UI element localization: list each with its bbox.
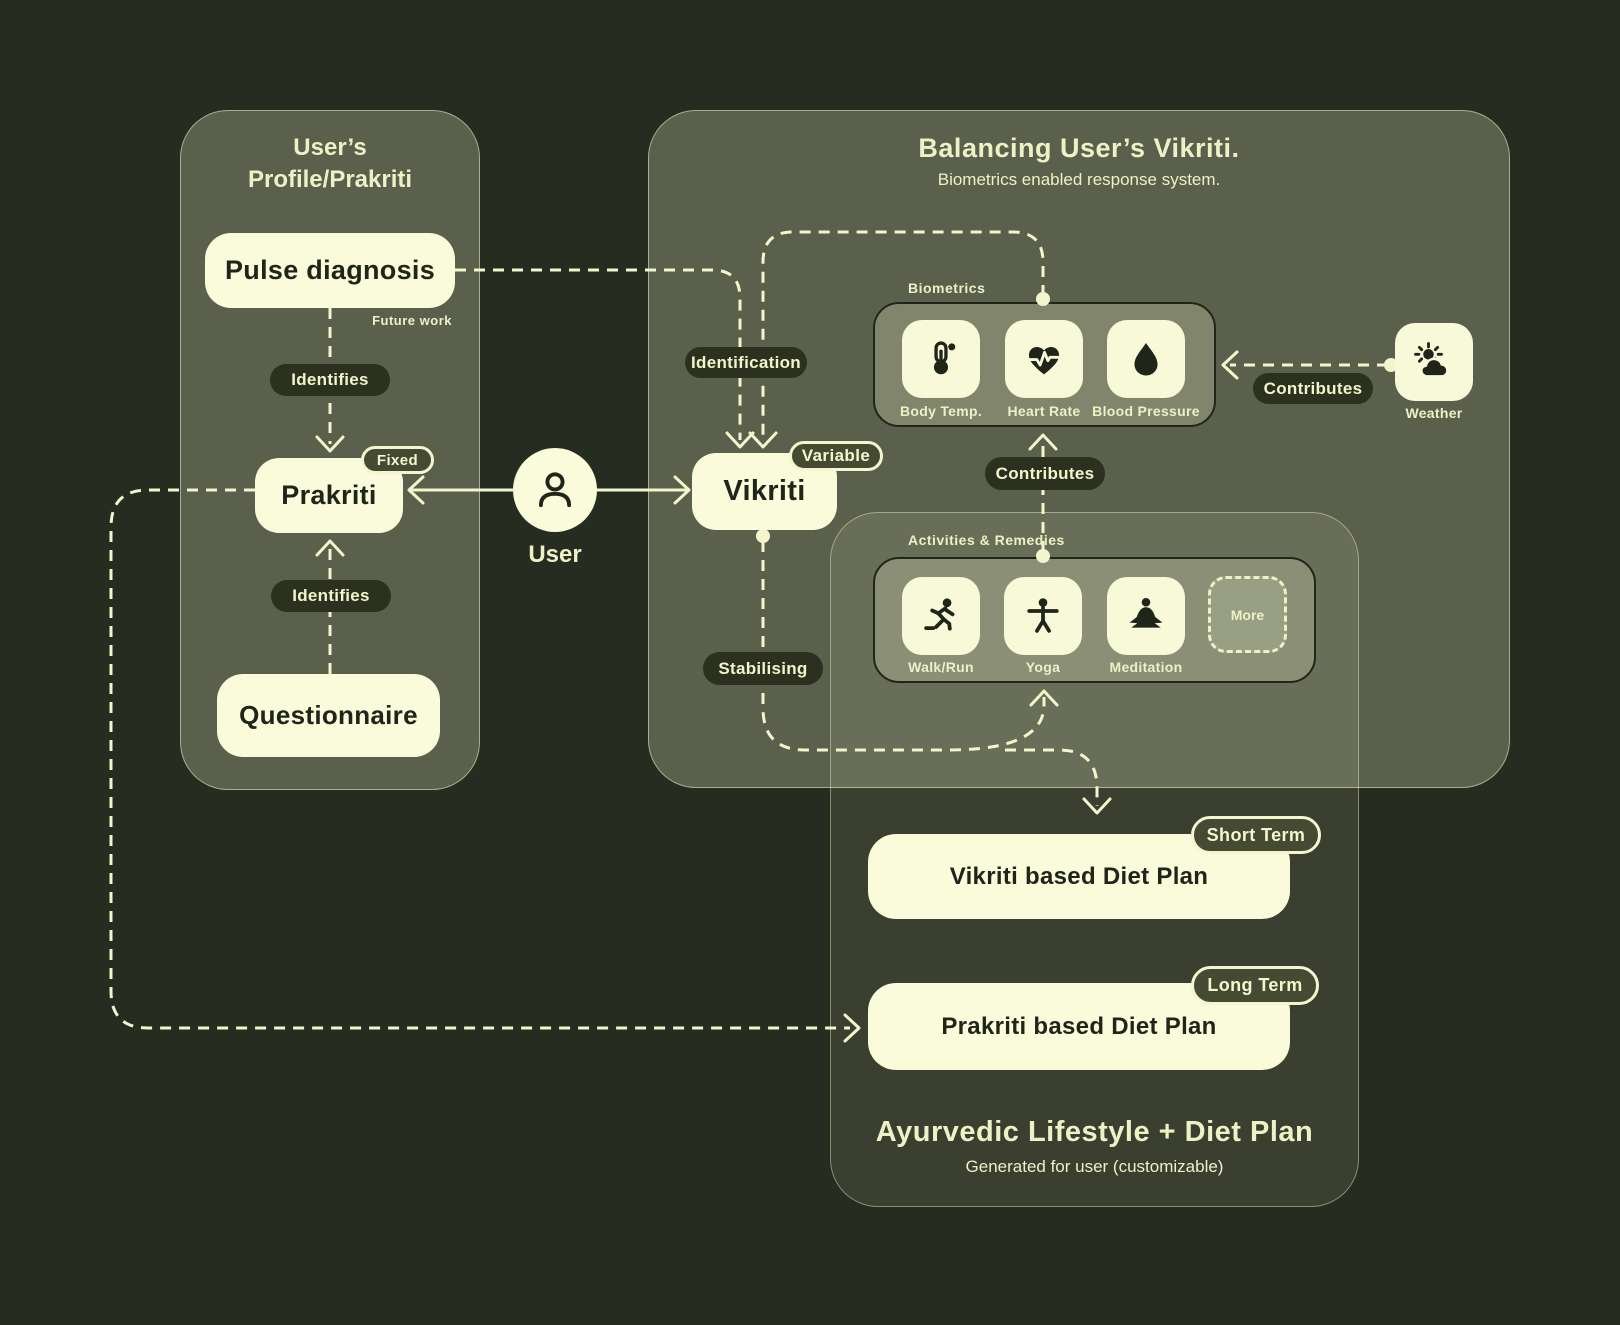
thermometer-icon: [933, 341, 956, 375]
fixed-badge: Fixed: [361, 446, 434, 474]
stabilising-pill: Stabilising: [703, 652, 823, 685]
identifies-top-pill: Identifies: [270, 364, 390, 396]
left-panel-title-line1: User’s: [293, 134, 367, 161]
meditation-icon: [1129, 597, 1163, 628]
bottom-panel-subtitle: Generated for user (customizable): [965, 1157, 1224, 1176]
body-temp-tile: [902, 320, 980, 398]
heart-rate-tile: [1005, 320, 1083, 398]
identifies-top-label: Identifies: [291, 370, 369, 389]
variable-badge-label: Variable: [801, 446, 871, 465]
vikriti-label: Vikriti: [723, 475, 806, 507]
variable-badge: Variable: [789, 441, 883, 471]
identification-pill: Identification: [685, 347, 807, 378]
left-panel-title-line2: Profile/Prakriti: [247, 166, 413, 194]
blood-pressure-tile: [1107, 320, 1185, 398]
contributes-weather-pill: Contributes: [1253, 373, 1373, 404]
more-tile: More: [1208, 576, 1287, 653]
identifies-bottom-label: Identifies: [292, 586, 370, 605]
pulse-diagnosis-label: Pulse diagnosis: [224, 255, 436, 285]
walk-run-tile: [902, 577, 980, 655]
biometrics-group-label: Biometrics: [908, 280, 986, 296]
vikriti-diet-plan-label: Vikriti based Diet Plan: [949, 862, 1209, 890]
body-temp-label: Body Temp.: [899, 403, 983, 419]
user-label: User: [528, 541, 582, 568]
yoga-icon: [1027, 598, 1059, 633]
stabilising-label: Stabilising: [718, 658, 808, 678]
more-label: More: [1230, 606, 1265, 623]
short-term-badge-label: Short Term: [1206, 824, 1306, 845]
identifies-bottom-pill: Identifies: [271, 580, 391, 612]
heart-rate-icon: [1027, 347, 1061, 375]
heart-rate-label: Heart Rate: [1007, 403, 1081, 419]
future-work-label: Future work: [372, 313, 452, 328]
meditation-tile: [1107, 577, 1185, 655]
blood-pressure-label: Blood Pressure: [1092, 403, 1200, 419]
contributes-mid-label: Contributes: [995, 463, 1095, 483]
prakriti-label: Prakriti: [281, 480, 377, 510]
right-panel-subtitle: Biometrics enabled response system.: [937, 170, 1221, 189]
weather-label: Weather: [1405, 405, 1463, 421]
right-panel-title: Balancing User’s Vikriti.: [918, 133, 1240, 163]
blood-drop-icon: [1134, 343, 1158, 376]
long-term-badge: Long Term: [1191, 966, 1319, 1005]
contributes-mid-pill: Contributes: [985, 457, 1105, 490]
meditation-label: Meditation: [1109, 659, 1183, 675]
yoga-tile: [1004, 577, 1082, 655]
left-panel-title: User’s Profile/Prakriti: [180, 132, 480, 197]
weather-tile: [1395, 323, 1473, 401]
person-icon: [538, 472, 572, 508]
identification-label: Identification: [691, 352, 801, 372]
pulse-diagnosis-node: Pulse diagnosis: [205, 233, 455, 308]
running-icon: [924, 598, 955, 631]
sun-cloud-icon: [1414, 342, 1449, 378]
questionnaire-label: Questionnaire: [239, 700, 418, 730]
short-term-badge: Short Term: [1191, 816, 1321, 854]
contributes-weather-label: Contributes: [1263, 378, 1363, 398]
fixed-badge-label: Fixed: [376, 451, 419, 469]
walk-run-label: Walk/Run: [908, 659, 974, 675]
prakriti-diet-plan-label: Prakriti based Diet Plan: [941, 1012, 1217, 1040]
long-term-badge-label: Long Term: [1207, 975, 1303, 995]
bottom-panel-title: Ayurvedic Lifestyle + Diet Plan: [875, 1116, 1314, 1148]
yoga-label: Yoga: [1025, 659, 1061, 675]
activities-group-label: Activities & Remedies: [908, 532, 1065, 548]
user-avatar: [513, 448, 597, 532]
questionnaire-node: Questionnaire: [217, 674, 440, 757]
